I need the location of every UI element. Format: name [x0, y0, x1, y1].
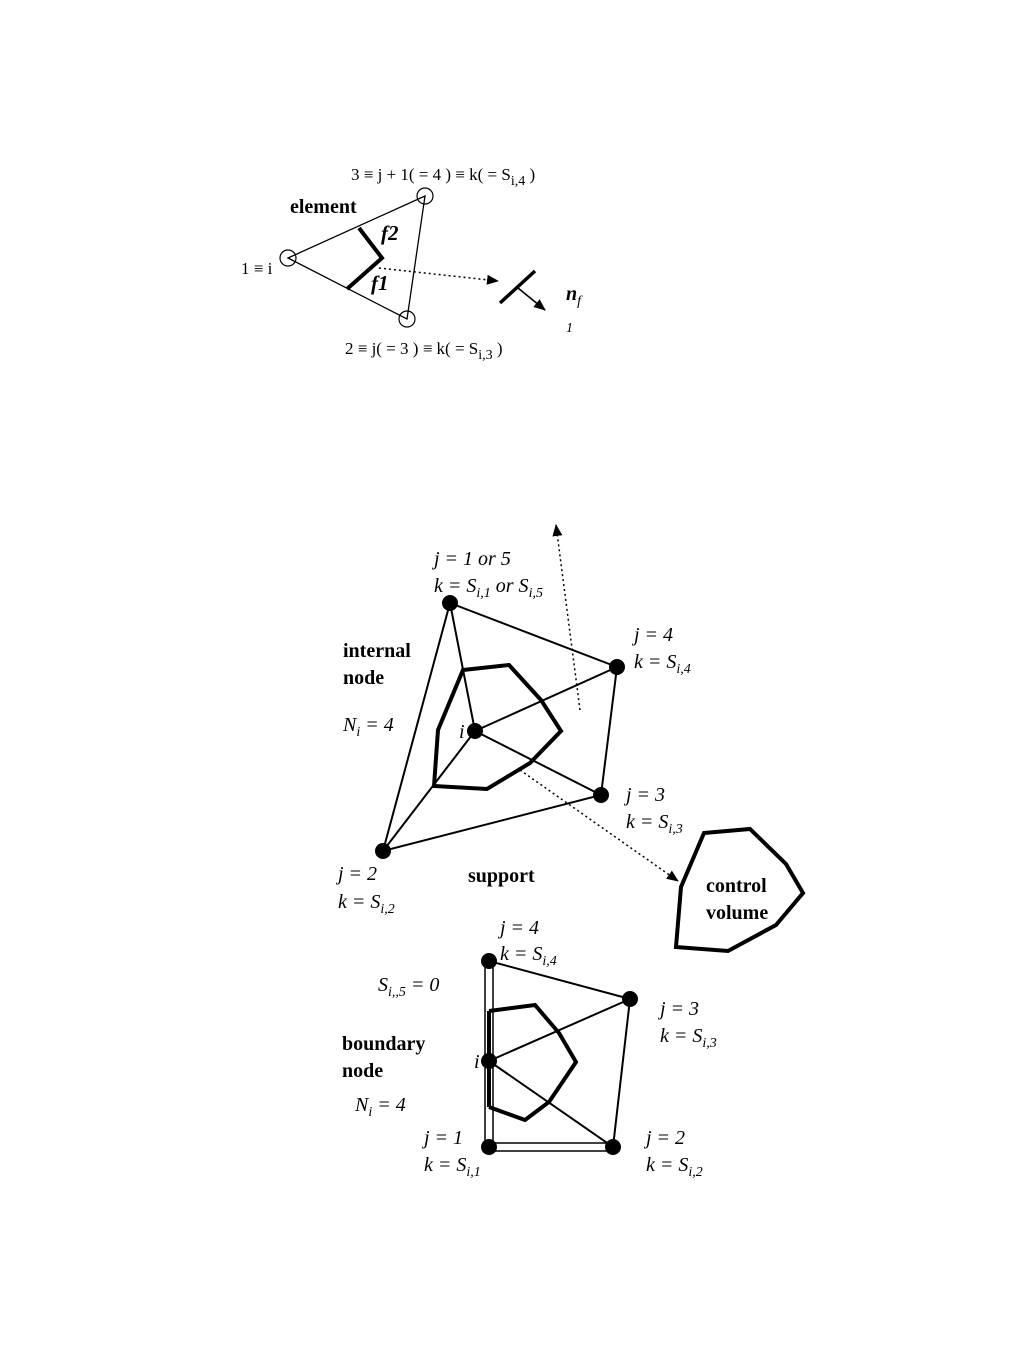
- boundary-j1-k-label: k = Si,1: [424, 1154, 481, 1180]
- node-j4: [609, 659, 625, 675]
- support-edge-j4-j3: [488, 960, 631, 1000]
- node-i: [467, 723, 483, 739]
- boundary-j3-k-label: k = Si,3: [660, 1025, 717, 1051]
- boundary-j2-k-label: k = Si,2: [646, 1154, 703, 1180]
- boundary-j4-k-label: k = Si,4: [500, 943, 557, 969]
- boundary-node-i: [481, 1053, 497, 1069]
- node-j2: [375, 843, 391, 859]
- node-j1: [442, 595, 458, 611]
- j4-label: j = 4: [631, 624, 673, 646]
- element-faces: [345, 226, 385, 291]
- edge-i-j2: [382, 730, 476, 852]
- boundary-j3-label: j = 3: [657, 998, 699, 1020]
- element-node-1: [279, 249, 297, 267]
- j1-label: j = 1 or 5: [431, 548, 511, 570]
- boundary-control-volume: [488, 1002, 579, 1123]
- normal-pointer-arrow: [378, 267, 499, 285]
- j4-k-label: k = Si,4: [634, 651, 691, 677]
- internal-center-label: i: [459, 721, 465, 743]
- boundary-j2-label: j = 2: [643, 1127, 685, 1149]
- boundary-node-j4: [481, 953, 497, 969]
- boundary-j1-label: j = 1: [421, 1127, 463, 1149]
- normal-label: nf: [566, 283, 583, 309]
- internal-control-volume: [431, 662, 564, 792]
- internal-title-line1: internal: [343, 640, 411, 662]
- control-volume-pointer-arrow: [519, 769, 679, 882]
- boundary-count-label: Ni = 4: [354, 1094, 406, 1120]
- boundary-edge-i-j2: [488, 1060, 614, 1148]
- support-label: support: [468, 865, 535, 887]
- node-j3: [593, 787, 609, 803]
- control-volume-shape: [673, 826, 806, 954]
- face-segment: [498, 269, 537, 305]
- control-volume-detail: control volume: [673, 826, 806, 954]
- element-diagram: element 1 ≡ i 3 ≡ j + 1( = 4 ) ≡ k( = Si…: [241, 165, 583, 363]
- element-node-3-label: 3 ≡ j + 1( = 4 ) ≡ k( = Si,4 ): [351, 165, 535, 189]
- boundary-title-line1: boundary: [342, 1033, 425, 1055]
- j1-k-label: k = Si,1 or Si,5: [434, 575, 543, 601]
- internal-title-line2: node: [343, 667, 384, 689]
- element-node-1-label: 1 ≡ i: [241, 259, 273, 278]
- element-node-2: [398, 310, 416, 328]
- boundary-center-label: i: [474, 1051, 480, 1073]
- element-node-3: [416, 187, 434, 205]
- j2-k-label: k = Si,2: [338, 891, 395, 917]
- element-title: element: [290, 196, 357, 218]
- support-edge-j3-j2: [612, 998, 631, 1148]
- element-node-2-label: 2 ≡ j( = 3 ) ≡ k( = Si,3 ): [345, 339, 503, 363]
- support-pointer-arrow: [552, 524, 581, 711]
- boundary-node-j1: [481, 1139, 497, 1155]
- face-f1-label: f1: [371, 271, 389, 295]
- normal-subscript-1: 1: [566, 321, 573, 336]
- internal-node-diagram: internal node Ni = 4 i j = 1 or 5 k = Si…: [335, 524, 691, 917]
- j3-k-label: k = Si,3: [626, 811, 683, 837]
- control-volume-line1: control: [706, 875, 767, 897]
- edge-i-j1: [449, 602, 476, 732]
- j3-label: j = 3: [623, 784, 665, 806]
- edge-i-j4: [474, 666, 618, 732]
- boundary-s5-label: Si,,5 = 0: [378, 974, 439, 1000]
- boundary-node-j2: [605, 1139, 621, 1155]
- boundary-edge-i-j3: [488, 998, 631, 1062]
- j2-label: j = 2: [335, 863, 377, 885]
- normal-vector-arrow: [517, 287, 546, 311]
- boundary-node-diagram: boundary node Si,,5 = 0 Ni = 4 i j = 4 k…: [342, 917, 717, 1180]
- boundary-title-line2: node: [342, 1060, 383, 1082]
- face-f2-label: f2: [381, 221, 399, 245]
- internal-count-label: Ni = 4: [342, 714, 394, 740]
- control-volume-line2: volume: [706, 902, 768, 924]
- boundary-j4-label: j = 4: [497, 917, 539, 939]
- boundary-node-j3: [622, 991, 638, 1007]
- edge-i-j3: [474, 730, 602, 796]
